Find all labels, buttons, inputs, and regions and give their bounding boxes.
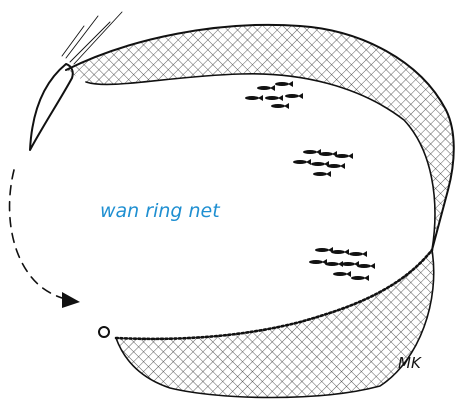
fish-icon <box>257 86 271 90</box>
fish-tail-icon <box>326 171 331 177</box>
fish-icon <box>245 96 259 100</box>
fish-tail-icon <box>340 163 345 169</box>
fish-icon <box>325 262 339 266</box>
fish-icon <box>271 104 285 108</box>
fish-icon <box>285 94 299 98</box>
fish-icon <box>349 252 363 256</box>
fish-icon <box>311 162 325 166</box>
fish-tail-icon <box>364 275 369 281</box>
fish-icon <box>315 248 329 252</box>
fish-icon <box>293 160 307 164</box>
fish-tail-icon <box>370 263 375 269</box>
fish-icon <box>333 272 347 276</box>
fish-icon <box>265 96 279 100</box>
buoy-icon <box>99 327 109 337</box>
fish-tail-icon <box>278 95 283 101</box>
fish-tail-icon <box>306 159 311 165</box>
boat-path-dashed <box>10 170 70 300</box>
fish-icon <box>327 164 341 168</box>
fish-school-bottom <box>309 247 375 281</box>
fish-tail-icon <box>346 271 351 277</box>
fish-icon <box>319 152 333 156</box>
fish-tail-icon <box>348 153 353 159</box>
fish-tail-icon <box>258 95 263 101</box>
net-mesh-lower <box>116 250 434 398</box>
fish-icon <box>351 276 365 280</box>
fish-icon <box>341 262 355 266</box>
fish-icon <box>331 250 345 254</box>
fish-school-middle <box>293 149 353 177</box>
fish-icon <box>275 82 289 86</box>
fish-tail-icon <box>284 103 289 109</box>
fish-icon <box>303 150 317 154</box>
arrowhead-icon <box>62 292 80 308</box>
fish-tail-icon <box>270 85 275 91</box>
boat-hull <box>30 64 73 150</box>
fish-tail-icon <box>362 251 367 257</box>
fish-icon <box>357 264 371 268</box>
fish-tail-icon <box>288 81 293 87</box>
fish-tail-icon <box>344 249 349 255</box>
artist-signature: MK <box>398 354 421 372</box>
fish-icon <box>313 172 327 176</box>
fish-school-top <box>245 81 303 109</box>
net-label: wan ring net <box>100 200 220 222</box>
fish-icon <box>335 154 349 158</box>
fish-icon <box>309 260 323 264</box>
fish-tail-icon <box>298 93 303 99</box>
